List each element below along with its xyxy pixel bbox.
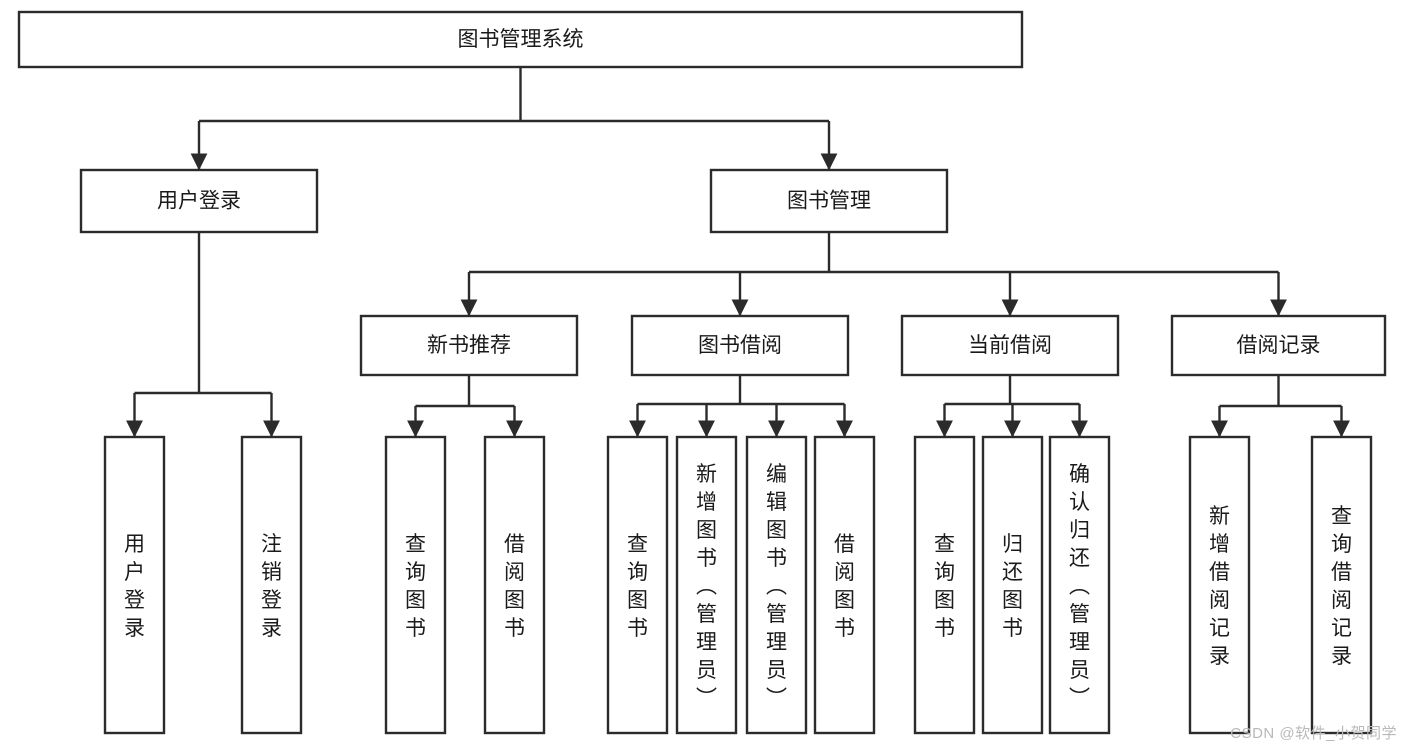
leaf-node[interactable]: 新增图书︵管理员︶ [675, 435, 738, 735]
level3-label: 新书推荐 [427, 334, 511, 357]
level3-label: 当前借阅 [968, 334, 1052, 357]
leaf-node[interactable]: 查询图书 [384, 435, 447, 735]
level3-box[interactable] [359, 314, 579, 377]
level2-box[interactable] [79, 168, 319, 234]
leaf-box[interactable] [240, 435, 303, 735]
level3-box[interactable] [900, 314, 1120, 377]
leaf-label: 新增图书︵管理员︶ [696, 463, 717, 710]
leaf-box[interactable] [675, 435, 738, 735]
leaf-box[interactable] [1188, 435, 1251, 735]
leaf-box[interactable] [483, 435, 546, 735]
leaf-box[interactable] [813, 435, 876, 735]
leaf-label: 用户登录 [124, 533, 145, 640]
leaf-node[interactable]: 确认归还︵管理员︶ [1048, 435, 1111, 735]
leaf-box[interactable] [913, 435, 976, 735]
leaf-box[interactable] [103, 435, 166, 735]
leaf-node[interactable]: 新增借阅记录 [1188, 435, 1251, 735]
level3-label: 借阅记录 [1237, 334, 1321, 357]
level2-label: 图书管理 [787, 190, 871, 213]
leaf-node[interactable]: 查询借阅记录 [1310, 435, 1373, 735]
level3-box[interactable] [630, 314, 850, 377]
leaf-label: 查询图书 [405, 533, 426, 640]
level2-node[interactable]: 图书管理 [709, 168, 949, 234]
root-box[interactable] [17, 10, 1024, 69]
leaf-box[interactable] [1310, 435, 1373, 735]
leaf-node[interactable]: 编辑图书︵管理员︶ [745, 435, 808, 735]
root-label: 图书管理系统 [458, 28, 584, 51]
leaf-label: 查询图书 [934, 533, 955, 640]
leaf-box[interactable] [981, 435, 1044, 735]
leaf-label: 借阅图书 [504, 533, 525, 640]
csdn-watermark: CSDN @软件_小贺同学 [1230, 725, 1397, 742]
level3-node[interactable]: 借阅记录 [1170, 314, 1387, 377]
leaf-box[interactable] [384, 435, 447, 735]
leaf-label: 查询图书 [627, 533, 648, 640]
level2-box[interactable] [709, 168, 949, 234]
leaf-node[interactable]: 查询图书 [606, 435, 669, 735]
leaf-box[interactable] [606, 435, 669, 735]
level3-node[interactable]: 新书推荐 [359, 314, 579, 377]
leaf-label: 确认归还︵管理员︶ [1069, 463, 1090, 710]
level3-node[interactable]: 图书借阅 [630, 314, 850, 377]
leaf-node[interactable]: 查询图书 [913, 435, 976, 735]
leaf-node[interactable]: 借阅图书 [483, 435, 546, 735]
leaf-box[interactable] [745, 435, 808, 735]
leaf-label: 注销登录 [261, 533, 282, 640]
node-layer: 图书管理系统用户登录图书管理新书推荐图书借阅当前借阅借阅记录用户登录注销登录查询… [17, 10, 1387, 735]
leaf-node[interactable]: 注销登录 [240, 435, 303, 735]
leaf-label: 新增借阅记录 [1209, 505, 1230, 668]
leaf-node[interactable]: 用户登录 [103, 435, 166, 735]
root-node[interactable]: 图书管理系统 [17, 10, 1024, 69]
level3-label: 图书借阅 [698, 334, 782, 357]
level2-label: 用户登录 [157, 190, 241, 213]
level2-node[interactable]: 用户登录 [79, 168, 319, 234]
leaf-label: 查询借阅记录 [1331, 505, 1352, 668]
leaf-label: 归还图书 [1002, 533, 1023, 640]
leaf-node[interactable]: 归还图书 [981, 435, 1044, 735]
leaf-label: 编辑图书︵管理员︶ [766, 463, 787, 710]
level3-box[interactable] [1170, 314, 1387, 377]
leaf-box[interactable] [1048, 435, 1111, 735]
level3-node[interactable]: 当前借阅 [900, 314, 1120, 377]
edge-layer [126, 67, 1350, 438]
leaf-label: 借阅图书 [834, 533, 855, 640]
leaf-node[interactable]: 借阅图书 [813, 435, 876, 735]
